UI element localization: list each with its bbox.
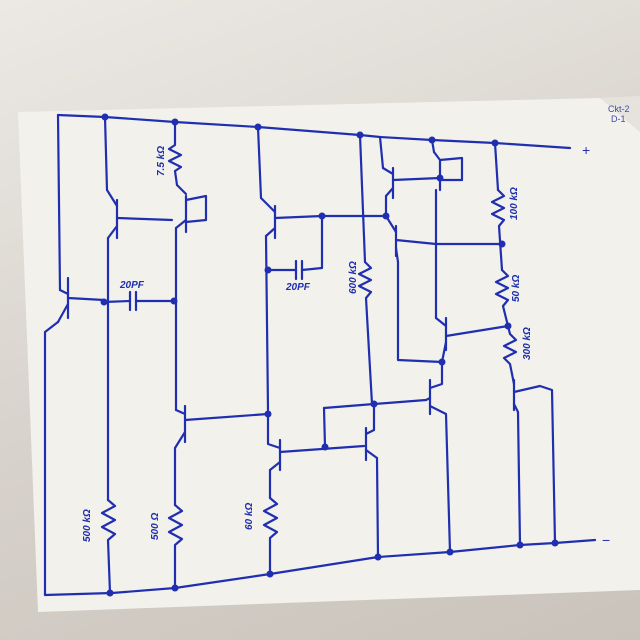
transistor-q-mid-lower (266, 412, 366, 472)
col-258-top-wire (256, 125, 263, 200)
label-7-5k: 7.5 kΩ (156, 146, 167, 176)
left-outer-wire (56, 113, 62, 292)
transistor-q-right-lower (434, 316, 510, 364)
col-258-wire (264, 234, 270, 412)
positive-terminal-label: + (582, 142, 590, 158)
page-note-line2: D-1 (611, 114, 626, 124)
label-600k: 600 kΩ (348, 261, 359, 294)
cap-left-wire (102, 299, 132, 304)
mirror-left-wire (322, 406, 327, 449)
resistor-100k (490, 188, 506, 272)
transistor-q-top-left (105, 188, 174, 240)
transistor-q-lower-left (173, 404, 270, 450)
label-500: 500 Ω (150, 513, 161, 540)
transistor-q-bias-right (510, 372, 557, 547)
transistor-q-mirror (364, 402, 379, 462)
label-300k: 300 kΩ (522, 327, 533, 360)
label-500k: 500 kΩ (82, 509, 93, 542)
col-380-top-wire (378, 135, 385, 170)
label-20pf-left: 20PF (119, 280, 145, 291)
resistor-500 (167, 503, 184, 590)
col-360-lower-wire (375, 456, 380, 559)
negative-terminal-label: − (602, 532, 610, 548)
right-down-wire (396, 260, 444, 364)
resistor-60k (262, 496, 279, 576)
paper-edge (600, 96, 640, 132)
resistor-500k (100, 498, 117, 595)
label-100k: 100 kΩ (509, 187, 520, 220)
junction-dots (100, 113, 559, 597)
page-note-line1: Ckt-2 (608, 104, 630, 114)
label-60k: 60 kΩ (244, 503, 255, 530)
cap2-right-wire (300, 214, 324, 272)
transistor-q-output (424, 360, 452, 554)
transistor-q-mid-top (259, 196, 324, 240)
label-50k: 50 kΩ (511, 275, 522, 302)
resistor-600k (357, 260, 374, 406)
col-360-top-wire (358, 133, 367, 264)
transistor-q-left-input (56, 276, 106, 324)
paper-sheet (18, 98, 640, 612)
transistor-q-top-mid (174, 183, 208, 234)
resistor-50k (494, 268, 510, 328)
col-495-top-wire (493, 141, 500, 192)
label-20pf-right: 20PF (285, 282, 311, 293)
transistor-q-right-top (381, 166, 442, 200)
col-105-top-wire (103, 115, 109, 192)
resistor-7-5k (167, 120, 183, 187)
resistor-300k (502, 324, 518, 376)
left-bottom-wire (43, 320, 60, 597)
